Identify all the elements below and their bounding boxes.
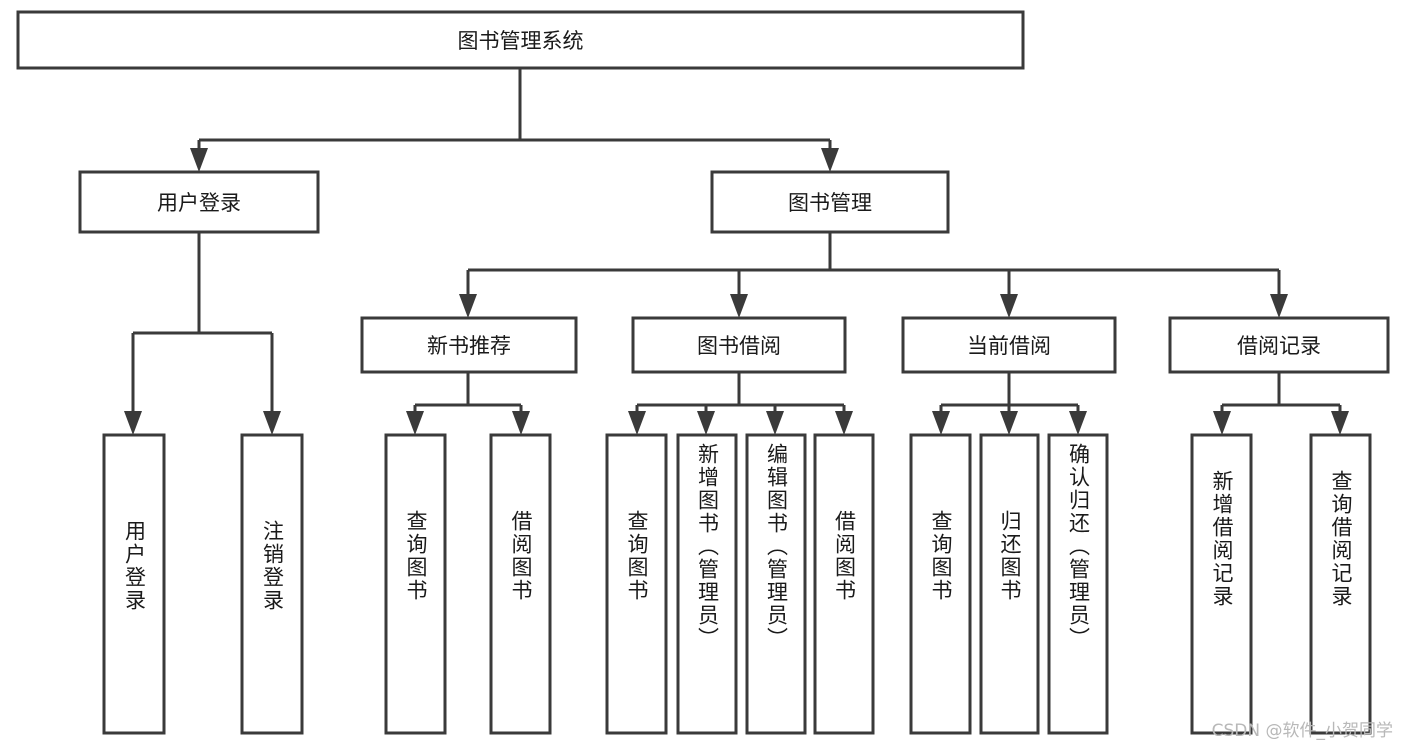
- arrow-record-c2: [1331, 411, 1349, 435]
- leaf-book-borrow-0[interactable]: [605, 433, 668, 735]
- arrow-borrow-c4: [835, 411, 853, 435]
- leaf-user-login-0[interactable]: [102, 433, 166, 735]
- node-user-login[interactable]: [78, 170, 320, 234]
- leaf-user-login-1[interactable]: [240, 433, 304, 735]
- arrow-login-c2: [263, 411, 281, 435]
- leaf-book-borrow-3[interactable]: [813, 433, 875, 735]
- arrow-current-c1: [932, 411, 950, 435]
- arrow-bookmgmt-c4: [1270, 294, 1288, 318]
- leaf-current-borrow-0[interactable]: [909, 433, 972, 735]
- arrow-current-c3: [1069, 411, 1087, 435]
- leaf-current-borrow-1[interactable]: [979, 433, 1040, 735]
- leaf-book-borrow-2[interactable]: [745, 433, 807, 735]
- arrow-newbook-c1: [406, 411, 424, 435]
- node-current-borrow[interactable]: [901, 316, 1117, 374]
- arrow-bookmgmt-c2: [730, 294, 748, 318]
- arrow-current-c2: [1000, 411, 1018, 435]
- arrow-record-c1: [1213, 411, 1231, 435]
- node-borrow-record[interactable]: [1168, 316, 1390, 374]
- leaf-new-book-0[interactable]: [384, 433, 447, 735]
- arrow-root-to-bookmgmt: [821, 148, 839, 172]
- leaf-borrow-record-1[interactable]: [1309, 433, 1372, 735]
- leaf-current-borrow-2[interactable]: [1047, 433, 1109, 735]
- arrow-bookmgmt-c3: [1000, 294, 1018, 318]
- node-new-book-recommend[interactable]: [360, 316, 578, 374]
- arrow-newbook-c2: [512, 411, 530, 435]
- leaf-book-borrow-1[interactable]: [676, 433, 738, 735]
- arrow-bookmgmt-c1: [459, 294, 477, 318]
- node-root[interactable]: [16, 10, 1025, 70]
- leaf-borrow-record-0[interactable]: [1190, 433, 1253, 735]
- node-book-borrow[interactable]: [631, 316, 847, 374]
- arrow-borrow-c1: [628, 411, 646, 435]
- arrow-root-to-login: [190, 148, 208, 172]
- node-book-management[interactable]: [710, 170, 950, 234]
- arrow-borrow-c3: [766, 411, 784, 435]
- arrow-login-c1: [124, 411, 142, 435]
- arrow-borrow-c2: [697, 411, 715, 435]
- leaf-new-book-1[interactable]: [489, 433, 552, 735]
